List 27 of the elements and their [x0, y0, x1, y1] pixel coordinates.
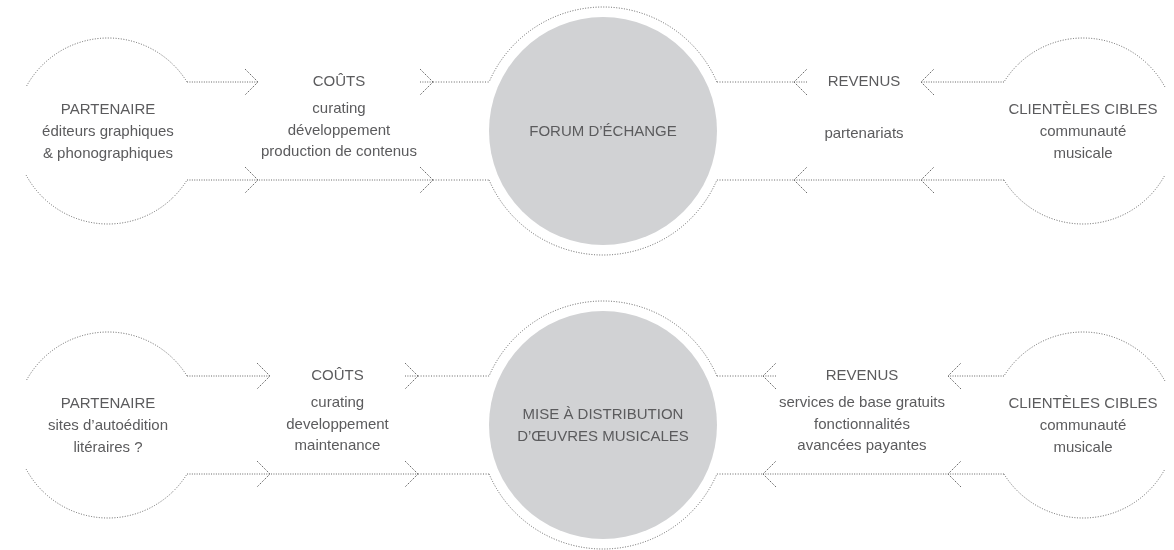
list-item: maintenance: [294, 435, 381, 456]
node-heading: REVENUS: [827, 71, 901, 91]
node-heading: CLIENTÈLES CIBLES: [1008, 99, 1158, 120]
flow-arrow: [419, 68, 434, 96]
node-heading: PARTENAIRE: [60, 393, 156, 414]
list-item: développement: [287, 119, 391, 140]
flow-arrow: [404, 362, 419, 390]
node-text: communauté musicale: [1038, 415, 1128, 457]
flow-arrow: [762, 362, 777, 390]
node-text: éditeurs graphiques & phonographiques: [41, 121, 175, 163]
node-text: sites d’autoédition litéraires ?: [46, 415, 170, 457]
node-heading: COÛTS: [311, 365, 364, 385]
list-item: services de base gratuits: [779, 391, 945, 412]
node-text: FORUM D’ÉCHANGE: [529, 121, 677, 142]
node-text: MISE À DISTRIBUTION D’ŒUVRES MUSICALES: [516, 404, 690, 446]
flow-arrow: [793, 68, 808, 96]
node-heading: PARTENAIRE: [60, 99, 156, 120]
list-item: developpement: [286, 413, 389, 434]
node-heading: REVENUS: [825, 365, 899, 385]
node-heading: COÛTS: [312, 71, 366, 91]
list-item: partenariats: [824, 122, 904, 143]
node-heading: CLIENTÈLES CIBLES: [1008, 393, 1158, 414]
list-item: production de contenus: [261, 141, 417, 162]
list-item: fonctionnalités avancées payantes: [797, 413, 927, 456]
list-item: curating: [310, 391, 365, 412]
node-text: communauté musicale: [1038, 121, 1128, 163]
list-item: curating: [312, 97, 366, 118]
